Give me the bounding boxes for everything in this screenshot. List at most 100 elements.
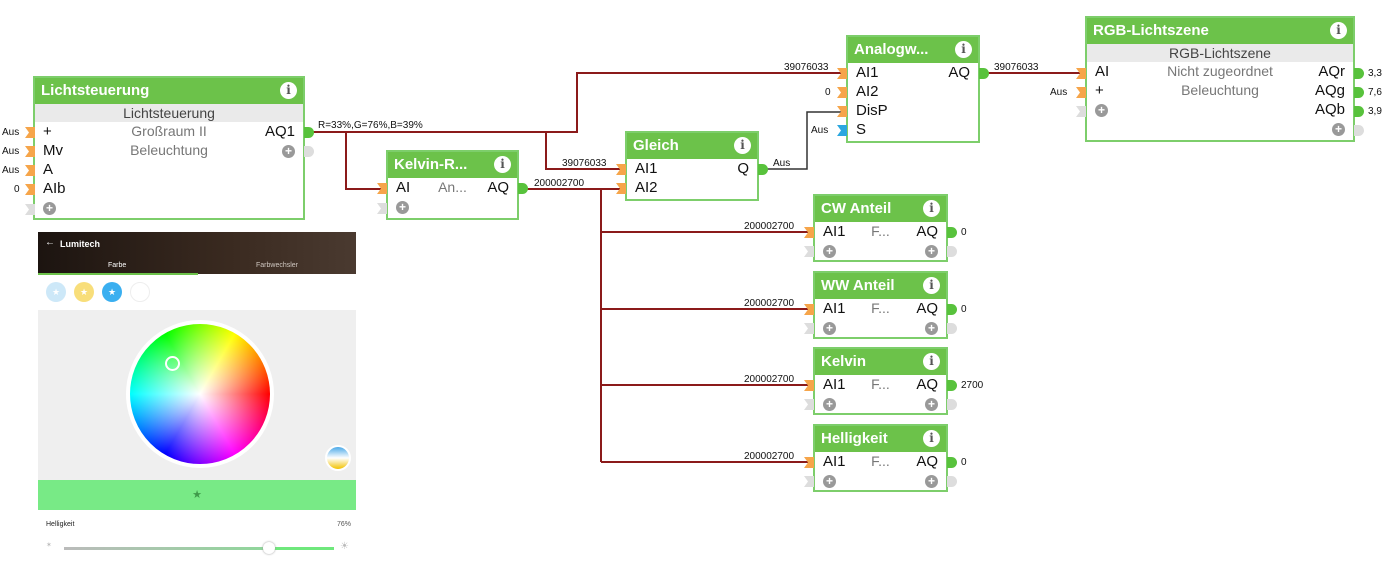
block-gleich[interactable]: Gleich i AI1 Q AI2 [625,131,759,201]
output-port[interactable] [947,457,957,468]
info-icon[interactable]: i [923,277,940,294]
output-port[interactable] [947,323,957,334]
add-output-icon[interactable]: + [925,245,938,258]
add-output-icon[interactable]: + [925,398,938,411]
block-lichtsteuerung[interactable]: Lichtsteuerung i Lichtsteuerung + Großra… [33,76,305,220]
output-port[interactable] [947,246,957,257]
input-port[interactable] [837,87,847,98]
input-port[interactable] [25,146,35,157]
output-port[interactable] [979,68,989,79]
input-port[interactable] [804,399,814,410]
color-wheel-handle[interactable] [165,356,180,371]
output-pin: AQr [1318,63,1345,80]
input-port[interactable] [616,183,626,194]
output-port[interactable] [1354,68,1364,79]
output-port[interactable] [947,227,957,238]
add-input-icon[interactable]: + [43,202,56,215]
input-port[interactable] [377,203,387,214]
add-input-icon[interactable]: + [823,245,836,258]
add-input-icon[interactable]: + [396,201,409,214]
output-port[interactable] [947,399,957,410]
add-output-icon[interactable]: + [282,145,295,158]
output-port[interactable] [518,183,528,194]
input-pin: S [856,121,867,138]
input-pin: AI1 [823,300,846,317]
slider-fill [64,547,270,550]
input-port[interactable] [837,68,847,79]
output-port[interactable] [1354,106,1364,117]
info-icon[interactable]: i [923,353,940,370]
info-icon[interactable]: i [923,430,940,447]
tab-farbe[interactable]: Farbe [108,262,127,269]
preset-3[interactable]: ★ [102,282,122,302]
input-port[interactable] [804,380,814,391]
output-port[interactable] [304,127,314,138]
input-port[interactable] [804,246,814,257]
input-pin: + [43,123,52,140]
input-port[interactable] [804,227,814,238]
add-input-icon[interactable]: + [823,475,836,488]
back-arrow-icon[interactable]: ← [45,237,55,248]
input-port[interactable] [804,457,814,468]
info-icon[interactable]: i [494,156,511,173]
input-port[interactable] [837,125,847,136]
block-rgb-lichtszene[interactable]: RGB-Lichtszene i RGB-Lichtszene AI Nicht… [1085,16,1355,142]
color-temperature-button[interactable] [325,445,351,471]
color-wheel[interactable] [126,320,274,468]
output-port[interactable] [947,304,957,315]
selected-color-bar[interactable]: ★ [38,480,356,510]
tab-farbwechsler[interactable]: Farbwechsler [256,262,299,269]
output-port[interactable] [758,164,768,175]
output-port[interactable] [1354,125,1364,136]
sun-bright-icon: ☀ [340,541,349,552]
input-port[interactable] [25,184,35,195]
input-value: 200002700 [744,451,795,462]
input-port[interactable] [25,127,35,138]
input-port[interactable] [804,304,814,315]
output-pin: AQ [916,300,938,317]
input-port[interactable] [804,476,814,487]
info-icon[interactable]: i [955,41,972,58]
input-port[interactable] [837,106,847,117]
output-value: 3,9 [1368,106,1382,117]
star-icon[interactable]: ★ [192,489,202,501]
input-port[interactable] [1076,87,1086,98]
input-port[interactable] [1076,106,1086,117]
output-port[interactable] [304,146,314,157]
slider-knob[interactable] [263,542,276,554]
input-port[interactable] [25,165,35,176]
add-output-icon[interactable]: + [925,322,938,335]
input-port[interactable] [25,204,35,215]
block-kelvin-r[interactable]: Kelvin-R... i AI An... AQ + [386,150,519,220]
add-output-icon[interactable]: + [1332,123,1345,136]
preset-empty[interactable] [130,282,150,302]
output-port[interactable] [1354,87,1364,98]
add-input-icon[interactable]: + [823,322,836,335]
add-output-icon[interactable]: + [925,475,938,488]
input-port[interactable] [804,323,814,334]
info-icon[interactable]: i [1330,22,1347,39]
add-input-icon[interactable]: + [823,398,836,411]
info-icon[interactable]: i [923,200,940,217]
brightness-slider[interactable] [64,542,334,554]
block-category: Beleuchtung [1181,82,1259,98]
input-pin: AI1 [823,223,846,240]
preset-2[interactable]: ★ [74,282,94,302]
input-port[interactable] [616,164,626,175]
block-analogwert[interactable]: Analogw... i AI1 AQ AI2 DisP S [846,35,980,143]
add-input-icon[interactable]: + [1095,104,1108,117]
output-port[interactable] [947,380,957,391]
input-port[interactable] [1076,68,1086,79]
preset-1[interactable]: ★ [46,282,66,302]
info-icon[interactable]: i [734,137,751,154]
output-pin: AQ [916,453,938,470]
output-pin: AQb [1314,101,1345,118]
input-value: 39076033 [562,158,607,169]
input-port[interactable] [377,183,387,194]
info-icon[interactable]: i [280,82,297,99]
output-port[interactable] [947,476,957,487]
